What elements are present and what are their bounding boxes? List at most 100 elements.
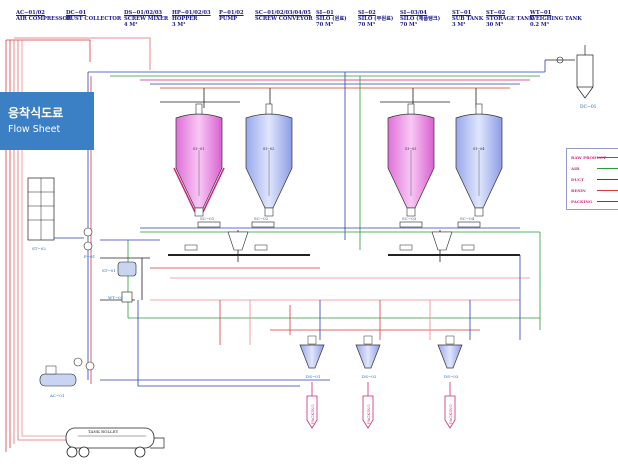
header-sub: 70 M³ xyxy=(316,22,334,28)
silo-filter xyxy=(407,103,415,115)
hopper-tag: DS−01 xyxy=(306,374,320,379)
header-name: SILO (부원료) xyxy=(358,16,394,22)
legend-line xyxy=(597,168,618,169)
header-code: SI−03/04 xyxy=(400,10,427,16)
ac01-tag: AC−01 xyxy=(49,393,64,398)
hopper-top xyxy=(307,335,317,345)
header-code: WT−01 xyxy=(530,10,552,16)
silo: SI−04 xyxy=(455,103,503,217)
packing-arrow xyxy=(362,395,374,429)
silo-filter xyxy=(265,103,273,115)
legend-entry: RAW PRODUCT xyxy=(571,155,618,160)
header-name: AIR COMPRESSOR xyxy=(16,16,72,22)
silo-tag: SI−03 xyxy=(405,147,417,151)
silo-valve xyxy=(194,207,204,217)
header-sub: 70 M³ xyxy=(358,22,376,28)
sc2-tag: SC−02 xyxy=(254,216,269,221)
silo-tag: SI−01 xyxy=(193,147,204,151)
hopper-tag: DS−02 xyxy=(362,374,377,379)
hopper-top xyxy=(445,335,455,345)
header-sub: 4 M³ xyxy=(124,22,138,28)
header-name: SCREW CONVEYOR xyxy=(255,16,313,22)
legend-entry: AIR xyxy=(571,166,618,171)
packing-label: PACKING xyxy=(310,404,315,424)
packing-arrow xyxy=(306,395,318,429)
legend-line xyxy=(597,157,618,158)
legend-label: RESIN xyxy=(571,188,586,193)
middle-pipe-network xyxy=(100,227,541,387)
header-code: ST−01 xyxy=(452,10,472,16)
header-name: DUST COLLECTOR xyxy=(66,16,122,22)
header-name: SILO (제품탱크) xyxy=(400,16,441,22)
header-code: P−01/02 xyxy=(219,10,244,16)
st02-tag: ST−02 xyxy=(32,246,46,251)
legend-label: PACKING xyxy=(571,199,593,204)
dust-collector-tag: DC−01 xyxy=(580,104,597,110)
legend-entry: RESIN xyxy=(571,188,618,193)
packing-arrow xyxy=(444,395,456,429)
hopper-top xyxy=(363,335,373,345)
hopper-body xyxy=(437,344,463,369)
line-legend: RAW PRODUCT AIR DUCT RESIN PACKING xyxy=(566,148,618,210)
silo-trace xyxy=(173,167,225,213)
sc4-tag: SC−04 xyxy=(460,216,475,221)
header-code: DS−01/02/03 xyxy=(124,10,163,16)
header-sub: 30 M³ xyxy=(486,22,504,28)
silo-tag: SI−02 xyxy=(263,147,274,151)
hopper-body xyxy=(355,344,381,369)
silo-valve xyxy=(474,207,484,217)
header-code: HP−01/02/03 xyxy=(172,10,211,16)
pump-p01: P−01 xyxy=(54,227,95,259)
legend-label: DUCT xyxy=(571,177,585,182)
header-code: DC−01 xyxy=(66,10,87,16)
screw-conveyors: SC−01 SC−02 SC−03 SC−04 xyxy=(184,216,481,251)
silo-filter xyxy=(195,103,203,115)
header-sub: 0.2 M³ xyxy=(530,22,549,28)
header-code: ST−02 xyxy=(486,10,506,16)
packing-label: PACKING xyxy=(366,404,371,424)
packing-label: PACKING xyxy=(448,404,453,424)
header-name: SCREW MIXER xyxy=(124,16,169,22)
header-code: SI−02 xyxy=(358,10,376,16)
legend-label: RAW PRODUCT xyxy=(571,155,607,160)
silo-group: SI−01 SI−02 SI−03 SI−04 xyxy=(173,103,503,217)
legend-entry: DUCT xyxy=(571,177,618,182)
silo-valve xyxy=(264,207,274,217)
top-pipe-network xyxy=(88,59,575,250)
header-name: HOPPER xyxy=(172,16,198,22)
hopper-body xyxy=(299,344,325,369)
silo: SI−01 xyxy=(173,103,225,217)
wt01-tag: WT−01 xyxy=(108,295,123,300)
sc1-tag: SC−01 xyxy=(200,216,214,221)
header-sub: 70 M³ xyxy=(400,22,418,28)
silo: SI−03 xyxy=(387,103,435,217)
legend-line xyxy=(597,201,618,202)
silo-filter xyxy=(475,103,483,115)
legend-line xyxy=(597,190,618,191)
storage-tank-st02: ST−02 xyxy=(27,177,55,251)
weighing-tank-wt01: WT−01 xyxy=(108,291,133,303)
legend-label: AIR xyxy=(571,166,580,171)
truck-label: TANK ROLLEY xyxy=(88,429,119,434)
header-name: PUMP xyxy=(219,16,238,22)
legend-entry: PACKING xyxy=(571,199,618,204)
banner-title: 응착식도료 xyxy=(8,106,64,120)
silo: SI−02 xyxy=(245,103,293,217)
banner-subtitle: Flow Sheet xyxy=(8,124,61,135)
silo-valve xyxy=(406,207,416,217)
st01-tag: ST−01 xyxy=(102,268,116,273)
